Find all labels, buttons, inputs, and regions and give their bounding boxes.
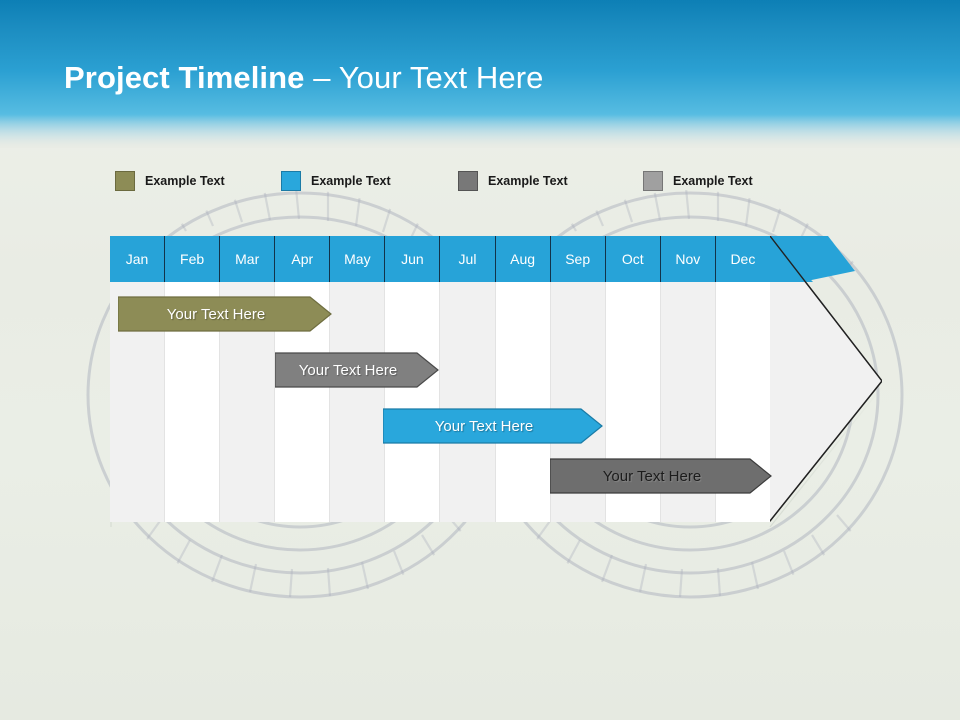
column-stripe xyxy=(440,282,496,522)
legend-item[interactable]: Example Text xyxy=(281,168,391,194)
column-stripe xyxy=(495,282,551,522)
month-cell-jan[interactable]: Jan xyxy=(110,236,166,282)
page-title-separator: – xyxy=(304,60,339,95)
month-cell-jul[interactable]: Jul xyxy=(440,236,496,282)
task-bar[interactable]: Your Text Here xyxy=(550,458,772,494)
month-cell-nov[interactable]: Nov xyxy=(660,236,716,282)
task-bar-arrow-shape xyxy=(275,352,439,388)
gantt-chart: Jan Feb Mar Apr May Jun Jul Aug Sep Oct … xyxy=(110,236,882,526)
task-bar-arrow-shape xyxy=(118,296,332,332)
month-cell-feb[interactable]: Feb xyxy=(165,236,221,282)
month-cell-mar[interactable]: Mar xyxy=(220,236,276,282)
column-stripe xyxy=(385,282,441,522)
legend-item[interactable]: Example Text xyxy=(115,168,225,194)
legend-label: Example Text xyxy=(488,174,568,188)
column-stripe xyxy=(330,282,386,522)
task-bar-arrow-shape xyxy=(550,458,772,494)
legend-swatch-icon xyxy=(115,171,135,191)
task-bar-label: Your Text Here xyxy=(166,305,266,323)
task-bar[interactable]: Your Text Here xyxy=(275,352,439,388)
month-cell-dec[interactable]: Dec xyxy=(715,236,770,282)
legend-label: Example Text xyxy=(311,174,391,188)
task-bar-arrow-shape xyxy=(383,408,603,444)
month-cell-aug[interactable]: Aug xyxy=(495,236,551,282)
task-bar-label: Your Text Here xyxy=(434,417,534,435)
task-bars: Your Text Here Your Text Here Your Text … xyxy=(110,236,882,522)
month-header-row: Jan Feb Mar Apr May Jun Jul Aug Sep Oct … xyxy=(110,236,770,282)
legend-label: Example Text xyxy=(673,174,753,188)
legend-label: Example Text xyxy=(145,174,225,188)
task-bar-label: Your Text Here xyxy=(298,361,398,379)
legend-swatch-icon xyxy=(643,171,663,191)
legend-item[interactable]: Example Text xyxy=(458,168,568,194)
month-cell-apr[interactable]: Apr xyxy=(275,236,331,282)
header-band xyxy=(0,0,960,148)
month-cell-oct[interactable]: Oct xyxy=(605,236,661,282)
page-title-bold: Project Timeline xyxy=(64,60,305,95)
page-title: Project Timeline – Your Text Here xyxy=(64,60,543,96)
task-bar[interactable]: Your Text Here xyxy=(383,408,603,444)
legend-swatch-icon xyxy=(281,171,301,191)
month-cell-jun[interactable]: Jun xyxy=(385,236,441,282)
page-title-light: Your Text Here xyxy=(338,60,544,95)
task-bar-label: Your Text Here xyxy=(602,467,702,485)
month-cell-sep[interactable]: Sep xyxy=(550,236,606,282)
legend-item[interactable]: Example Text xyxy=(643,168,753,194)
legend-swatch-icon xyxy=(458,171,478,191)
month-cell-may[interactable]: May xyxy=(330,236,386,282)
task-bar[interactable]: Your Text Here xyxy=(118,296,332,332)
legend: Example Text Example Text Example Text E… xyxy=(115,168,815,194)
